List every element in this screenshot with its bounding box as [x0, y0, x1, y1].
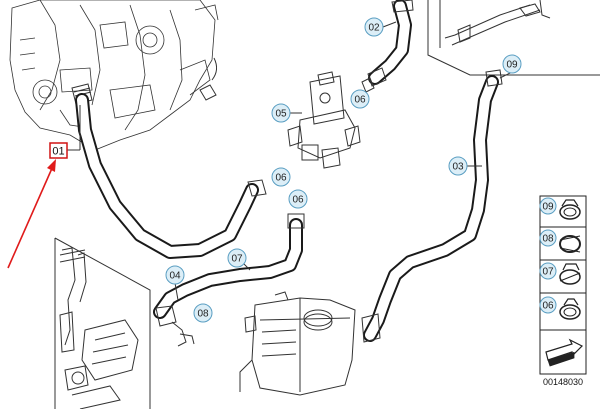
- hose-03: [361, 69, 503, 343]
- svg-text:09: 09: [542, 202, 554, 213]
- callout-08: 08: [193, 303, 213, 323]
- callout-06-c: 06: [288, 189, 308, 209]
- svg-text:08: 08: [197, 309, 209, 320]
- callout-04: 04: [165, 265, 185, 285]
- direction-arrow-icon: [545, 338, 584, 367]
- legend-callout-07: 07: [539, 262, 557, 280]
- legend-callout-09: 09: [539, 197, 557, 215]
- callout-02: 02: [364, 17, 384, 37]
- callout-05: 05: [271, 103, 291, 123]
- svg-text:06: 06: [542, 301, 554, 312]
- svg-text:04: 04: [169, 271, 181, 282]
- red-arrow-icon: [7, 159, 56, 269]
- detail-box-upper: [427, 0, 600, 76]
- clamp-09-icon: [559, 199, 581, 220]
- svg-text:09: 09: [506, 60, 518, 71]
- callout-09: 09: [502, 54, 522, 74]
- hose-02: [361, 0, 414, 93]
- hose-07: [153, 213, 305, 347]
- engine-block-drawing: [9, 0, 219, 151]
- svg-text:02: 02: [368, 23, 380, 34]
- svg-text:08: 08: [542, 234, 554, 245]
- svg-text:07: 07: [542, 267, 554, 278]
- svg-text:01: 01: [52, 146, 64, 158]
- clamp-08-icon: [559, 235, 581, 253]
- clamp-legend: [539, 195, 587, 375]
- valve-05: [287, 71, 361, 169]
- hose-01: [75, 93, 267, 259]
- clamp-07-icon: [559, 263, 581, 285]
- svg-text:03: 03: [452, 162, 464, 173]
- svg-text:06: 06: [354, 95, 366, 106]
- document-number: 00148030: [543, 377, 583, 387]
- legend-callout-08: 08: [539, 229, 557, 247]
- callout-06-a: 06: [350, 89, 370, 109]
- svg-text:05: 05: [275, 109, 287, 120]
- legend-callout-06: 06: [539, 296, 557, 314]
- svg-text:07: 07: [231, 254, 243, 265]
- svg-text:06: 06: [292, 195, 304, 206]
- callout-06-b: 06: [271, 167, 291, 187]
- callout-01: 01: [49, 142, 68, 159]
- expansion-tank-drawing: [239, 291, 356, 396]
- svg-text:06: 06: [275, 173, 287, 184]
- callout-07: 07: [227, 248, 247, 268]
- clamp-06-icon: [559, 298, 581, 320]
- callout-03: 03: [448, 156, 468, 176]
- detail-box-lower: [54, 237, 151, 409]
